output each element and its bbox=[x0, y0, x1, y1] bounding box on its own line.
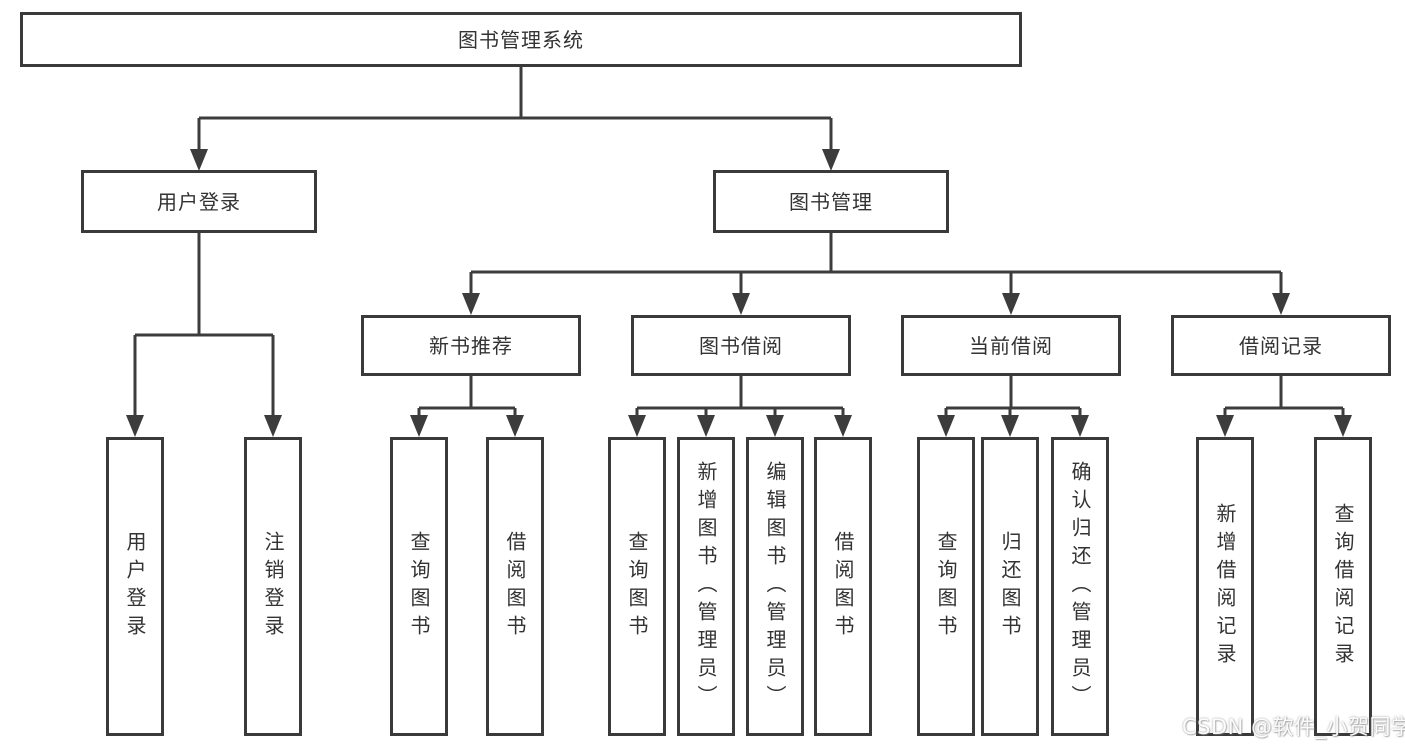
leaf-label: 新增图书（管理员） bbox=[694, 460, 718, 713]
wire-book-mgmt-to-level3 bbox=[462, 233, 1290, 315]
node-borrowing-records: 借阅记录 bbox=[1171, 315, 1391, 376]
leaf-logout: 注销登录 bbox=[244, 437, 302, 736]
node-book-borrowing: 图书借阅 bbox=[631, 315, 851, 376]
wire-current-borrow-to-leaves bbox=[937, 376, 1089, 437]
node-current-borrowing: 当前借阅 bbox=[901, 315, 1121, 376]
node-book-management: 图书管理 bbox=[713, 170, 949, 233]
node-user-login: 用户登录 bbox=[81, 170, 317, 233]
leaf-label: 查询图书 bbox=[407, 530, 431, 643]
wire-new-book-to-leaves bbox=[410, 376, 524, 437]
wire-records-to-leaves bbox=[1216, 376, 1352, 437]
leaf-newbook-query-books: 查询图书 bbox=[390, 437, 448, 736]
wire-root-to-level2 bbox=[190, 67, 840, 171]
leaf-label: 查询图书 bbox=[934, 530, 958, 643]
node-label: 用户登录 bbox=[157, 189, 241, 214]
wire-user-login-to-leaves bbox=[126, 233, 282, 437]
leaf-label: 编辑图书（管理员） bbox=[763, 460, 787, 713]
node-label: 当前借阅 bbox=[969, 333, 1053, 358]
leaf-current-return-books: 归还图书 bbox=[981, 437, 1039, 736]
node-library-system: 图书管理系统 bbox=[20, 12, 1022, 67]
leaf-records-add-record: 新增借阅记录 bbox=[1196, 437, 1254, 736]
leaf-label: 查询图书 bbox=[625, 530, 649, 643]
csdn-watermark: CSDN @软件_小贺同学 bbox=[1182, 715, 1405, 739]
node-label: 图书管理系统 bbox=[458, 27, 584, 52]
leaf-label: 新增借阅记录 bbox=[1213, 502, 1237, 671]
leaf-label: 确认归还（管理员） bbox=[1068, 460, 1092, 713]
leaf-current-confirm-return-admin: 确认归还（管理员） bbox=[1051, 437, 1109, 736]
leaf-user-login: 用户登录 bbox=[106, 437, 164, 736]
node-label: 图书借阅 bbox=[699, 333, 783, 358]
node-label: 新书推荐 bbox=[429, 333, 513, 358]
leaf-label: 借阅图书 bbox=[503, 530, 527, 643]
node-new-book-recommend: 新书推荐 bbox=[361, 315, 581, 376]
leaf-borrowing-edit-book-admin: 编辑图书（管理员） bbox=[746, 437, 804, 736]
node-label: 借阅记录 bbox=[1239, 333, 1323, 358]
leaf-current-query-books: 查询图书 bbox=[917, 437, 975, 736]
leaf-label: 查询借阅记录 bbox=[1331, 502, 1355, 671]
leaf-borrowing-borrow-books: 借阅图书 bbox=[814, 437, 872, 736]
leaf-label: 用户登录 bbox=[123, 530, 147, 643]
leaf-label: 注销登录 bbox=[261, 530, 285, 643]
leaf-borrowing-query-books: 查询图书 bbox=[608, 437, 666, 736]
wire-book-borrow-to-leaves bbox=[628, 376, 852, 437]
leaf-records-query-record: 查询借阅记录 bbox=[1314, 437, 1372, 736]
leaf-label: 借阅图书 bbox=[831, 530, 855, 643]
leaf-borrowing-add-book-admin: 新增图书（管理员） bbox=[677, 437, 735, 736]
node-label: 图书管理 bbox=[789, 189, 873, 214]
leaf-newbook-borrow-books: 借阅图书 bbox=[486, 437, 544, 736]
leaf-label: 归还图书 bbox=[998, 530, 1022, 643]
